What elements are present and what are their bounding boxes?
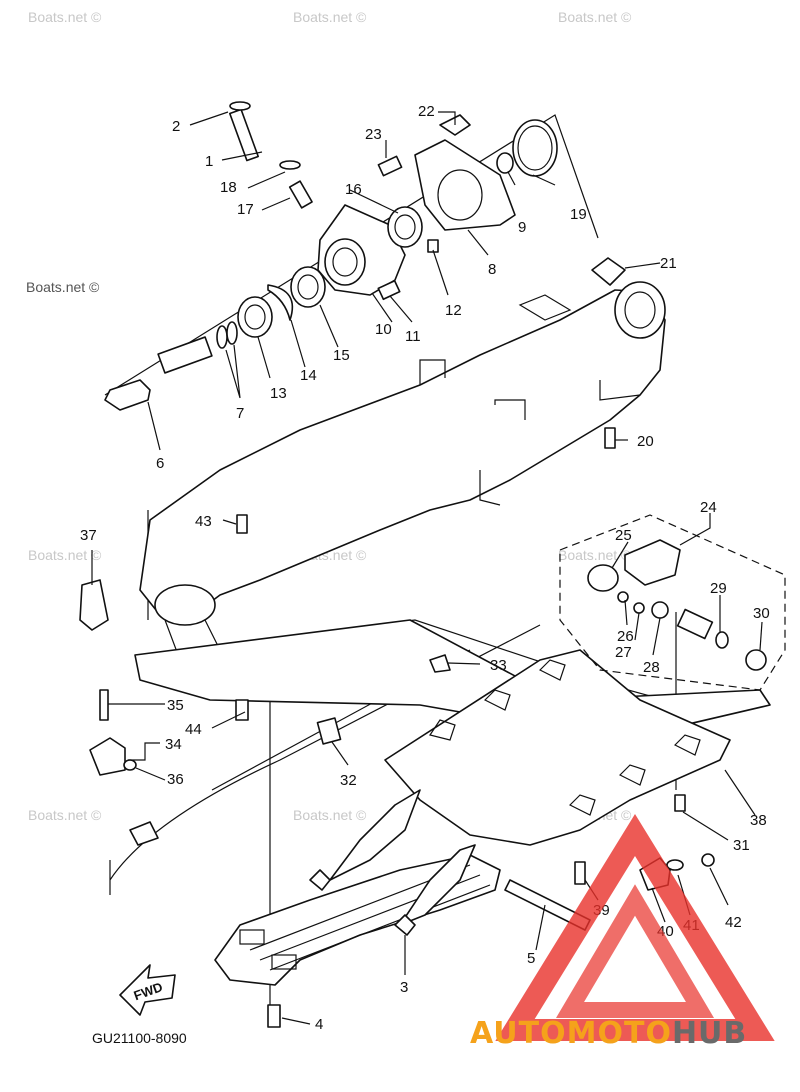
watermark: Boats.net © xyxy=(293,807,367,823)
part-number[interactable]: 12 xyxy=(445,302,462,319)
part-number[interactable]: 16 xyxy=(345,181,362,198)
part-numbers: 2 1 18 17 16 22 23 19 9 8 12 10 11 15 14… xyxy=(80,103,770,1033)
part-number[interactable]: 28 xyxy=(643,659,660,676)
part-number[interactable]: 42 xyxy=(725,914,742,931)
part-number[interactable]: 9 xyxy=(518,219,526,236)
part-number[interactable]: 33 xyxy=(490,657,507,674)
part-number[interactable]: 20 xyxy=(637,433,654,450)
part-number[interactable]: 5 xyxy=(527,950,535,967)
part-number[interactable]: 26 xyxy=(617,628,634,645)
sensor-assembly xyxy=(559,514,786,691)
part-number[interactable]: 15 xyxy=(333,347,350,364)
part-number[interactable]: 19 xyxy=(570,206,587,223)
part-number[interactable]: 29 xyxy=(710,580,727,597)
logo-text: AUTOMOTOHUB xyxy=(470,1016,747,1051)
hose-parts xyxy=(79,579,451,846)
part-number[interactable]: 2 xyxy=(172,118,180,135)
part-number[interactable]: 35 xyxy=(167,697,184,714)
diagram-code: GU21100-8090 xyxy=(92,1030,187,1046)
intake-grate xyxy=(214,789,501,986)
logo-moto: MOTO xyxy=(567,1016,672,1051)
part-number[interactable]: 24 xyxy=(700,499,717,516)
watermark: Boats.net © xyxy=(558,547,632,563)
part-number[interactable]: 10 xyxy=(375,321,392,338)
watermarks: Boats.net © Boats.net © Boats.net © Boat… xyxy=(26,9,632,823)
part-number[interactable]: 14 xyxy=(300,367,317,384)
watermark: Boats.net © xyxy=(26,279,100,295)
part-number[interactable]: 36 xyxy=(167,771,184,788)
part-number[interactable]: 11 xyxy=(405,328,421,345)
part-number[interactable]: 27 xyxy=(615,644,632,661)
part-number[interactable]: 32 xyxy=(340,772,357,789)
logo-auto: AUTO xyxy=(470,1016,567,1051)
part-number[interactable]: 3 xyxy=(400,979,408,996)
part-number[interactable]: 18 xyxy=(220,179,237,196)
part-number[interactable]: 6 xyxy=(156,455,164,472)
automotohub-logo: AUTOMOTOHUB xyxy=(470,814,775,1051)
part-number[interactable]: 21 xyxy=(660,255,677,272)
watermark: Boats.net © xyxy=(28,547,102,563)
part-number[interactable]: 44 xyxy=(185,721,202,738)
part-number[interactable]: 43 xyxy=(195,513,212,530)
part-number[interactable]: 4 xyxy=(315,1016,323,1033)
pump-housing xyxy=(139,281,666,661)
part-number[interactable]: 34 xyxy=(165,736,182,753)
part-number[interactable]: 31 xyxy=(733,837,750,854)
part-number[interactable]: 22 xyxy=(418,103,435,120)
part-number[interactable]: 13 xyxy=(270,385,287,402)
leader-lines xyxy=(91,111,763,1025)
part-number[interactable]: 8 xyxy=(488,261,496,278)
part-number[interactable]: 38 xyxy=(750,812,767,829)
watermark: Boats.net © xyxy=(28,807,102,823)
watermark: Boats.net © xyxy=(293,9,367,25)
intake-cover xyxy=(384,649,731,846)
part-number[interactable]: 7 xyxy=(236,405,244,422)
part-number[interactable]: 23 xyxy=(365,126,382,143)
watermark: Boats.net © xyxy=(28,9,102,25)
part-number[interactable]: 1 xyxy=(205,153,213,170)
part-number[interactable]: 17 xyxy=(237,201,254,218)
part-number[interactable]: 30 xyxy=(753,605,770,622)
part-number[interactable]: 37 xyxy=(80,527,97,544)
fwd-arrow: FWD xyxy=(119,964,176,1016)
watermark: Boats.net © xyxy=(558,9,632,25)
small-parts xyxy=(104,101,626,721)
logo-hub: HUB xyxy=(672,1016,747,1051)
part-number[interactable]: 25 xyxy=(615,527,632,544)
